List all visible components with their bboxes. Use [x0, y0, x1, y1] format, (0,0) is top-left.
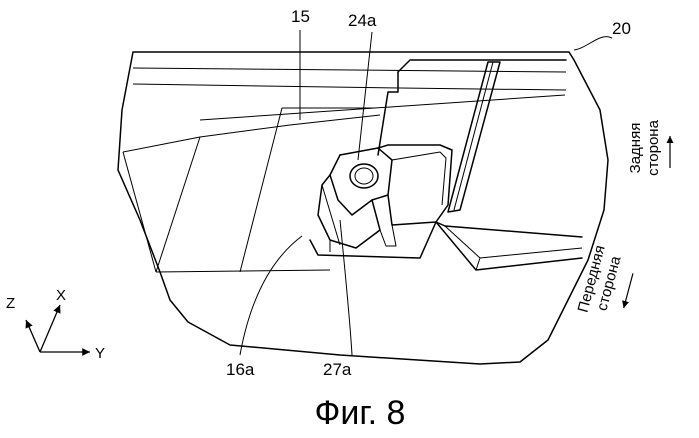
figure-caption: Фиг. 8 [315, 394, 406, 432]
z-axis-arrow-icon [26, 320, 40, 352]
front-arrow-icon [624, 273, 633, 308]
label-16a: 16a [226, 360, 255, 379]
axis-y-label: Y [95, 345, 105, 362]
label-27a: 27a [323, 360, 352, 379]
coordinate-axes: Z X Y [6, 287, 105, 362]
rear-side-label-2: сторона [645, 119, 662, 176]
rear-side-direction: Задняя сторона [627, 119, 670, 176]
latch-assembly [310, 145, 452, 258]
housing-outline [118, 52, 608, 364]
front-side-direction: Передняя сторона [575, 243, 638, 322]
axis-z-label: Z [6, 295, 15, 312]
axis-x-label: X [56, 287, 66, 304]
label-15: 15 [291, 7, 310, 26]
leader-lines [240, 30, 612, 355]
label-20: 20 [612, 19, 631, 38]
tray-recess [123, 108, 380, 272]
rear-side-label-1: Задняя [627, 123, 644, 174]
label-24a: 24a [348, 11, 377, 30]
x-axis-arrow-icon [40, 305, 60, 352]
right-rail [378, 60, 582, 270]
